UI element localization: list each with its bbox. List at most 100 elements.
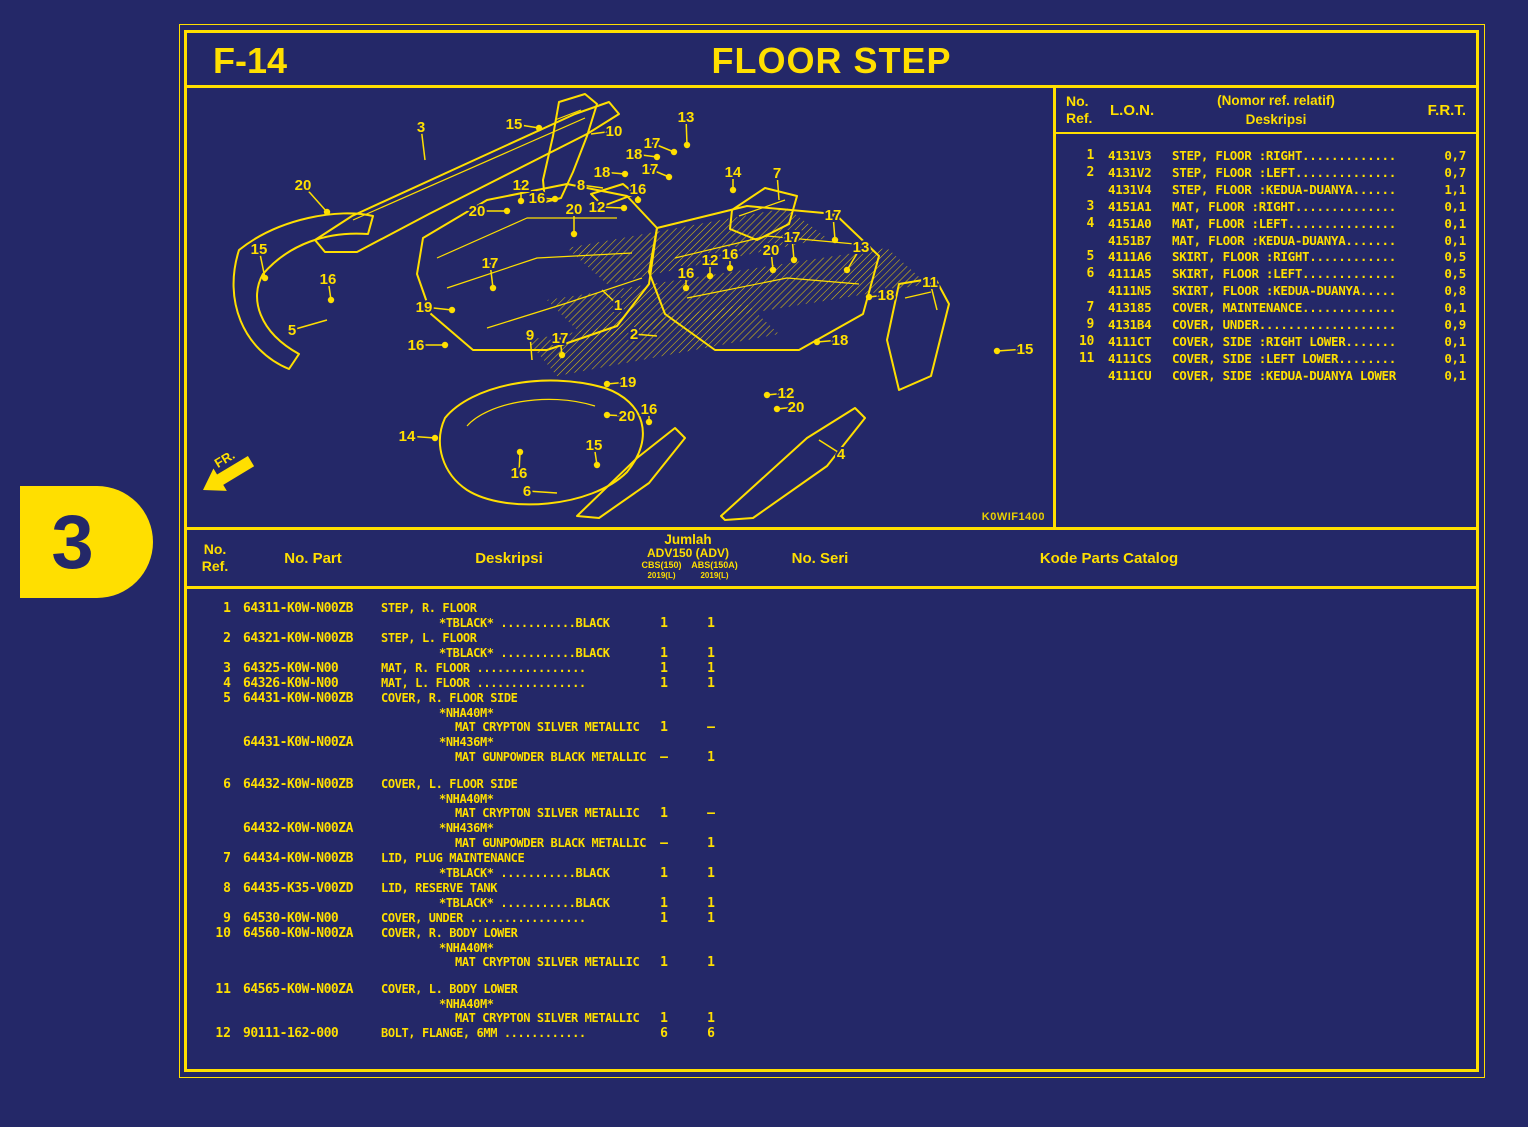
leader-line	[633, 333, 658, 337]
part-detail	[466, 398, 596, 427]
callout-16: 16	[678, 265, 695, 282]
ldesc: COVER, SIDE :RIGHT LOWER.......	[1172, 333, 1396, 349]
lfrt: 0,7	[1444, 148, 1466, 163]
watermark-hatch	[567, 208, 827, 284]
pref	[187, 955, 231, 970]
pq2	[689, 735, 733, 750]
part-outline-step-assembly-right	[648, 205, 880, 351]
pq2: 1	[707, 955, 715, 970]
lon-table-header: No. Ref. L.O.N. (Nomor ref. relatif) Des…	[1056, 88, 1476, 134]
part-outline-body-lower-strip	[720, 407, 866, 521]
callout-2: 2	[630, 326, 638, 343]
llon: 4151A1	[1108, 198, 1152, 214]
ppart: 64326-K0W-N00	[243, 676, 339, 691]
pq: 1	[660, 661, 668, 676]
pdesc: MAT GUNPOWDER BLACK METALLIC	[455, 750, 647, 764]
pq2	[689, 601, 733, 616]
parts-col-ref: No. Ref.	[201, 541, 229, 574]
ppart: 64530-K0W-N00	[243, 911, 339, 926]
ppart	[243, 706, 377, 720]
lref: 1	[1086, 148, 1094, 163]
pref	[187, 646, 231, 661]
leader-line	[420, 126, 426, 161]
screw-icon	[327, 296, 335, 304]
ppart: 64311-K0W-N00ZB	[243, 601, 353, 616]
part-outline-floor-skirt-left	[232, 212, 374, 370]
leader-line	[601, 289, 619, 306]
pref	[187, 896, 231, 911]
llon: 4131V2	[1108, 164, 1152, 180]
callout-19: 19	[416, 299, 433, 316]
llon: 4111A5	[1108, 266, 1152, 282]
lref	[1064, 368, 1094, 385]
leader-line	[302, 184, 328, 213]
ppart: 64565-K0W-N00ZA	[243, 982, 353, 997]
lfrt: 0,1	[1444, 198, 1466, 214]
callout-5: 5	[288, 322, 296, 339]
pq	[639, 926, 689, 941]
leader-line	[770, 249, 774, 271]
pref	[187, 616, 231, 631]
pq: –	[660, 836, 668, 851]
pq	[639, 706, 689, 720]
pq2: –	[707, 806, 715, 821]
callout-20: 20	[619, 408, 636, 425]
screw-icon	[323, 208, 331, 216]
lref: 2	[1086, 164, 1094, 180]
title-bar: F-14 FLOOR STEP	[187, 33, 1476, 88]
callout-16: 16	[511, 465, 528, 482]
lfrt: 0,5	[1444, 266, 1466, 282]
lon-col-frt: F.R.T.	[1427, 102, 1466, 119]
callout-20: 20	[295, 177, 312, 194]
ldesc: COVER, SIDE :KEDUA-DUANYA LOWER	[1172, 367, 1396, 383]
callout-19: 19	[620, 374, 637, 391]
spacer-row	[187, 765, 1476, 777]
parts-col-part: No. Part	[284, 550, 342, 567]
pq: 1	[660, 806, 668, 821]
ldesc: STEP, FLOOR :RIGHT.............	[1172, 148, 1396, 163]
ldesc: COVER, MAINTENANCE.............	[1172, 300, 1396, 316]
callout-16: 16	[722, 246, 739, 263]
parts-col-kode: Kode Parts Catalog	[1039, 550, 1179, 567]
pdesc: *TBLACK* ...........BLACK	[439, 646, 610, 660]
index-tab-number: 3	[51, 499, 94, 585]
screw-icon	[570, 230, 578, 238]
part-line: 64431-K0W-N00ZA*NH436M*	[187, 735, 1476, 750]
callout-15: 15	[506, 116, 523, 133]
pdesc: MAT CRYPTON SILVER METALLIC	[455, 955, 640, 969]
screw-icon	[813, 338, 821, 346]
pq	[639, 851, 689, 866]
pq2: –	[707, 720, 715, 735]
callout-15: 15	[1017, 341, 1034, 358]
pq2	[689, 691, 733, 706]
callout-7: 7	[773, 165, 781, 182]
callout-20: 20	[469, 203, 486, 220]
callout-15: 15	[251, 241, 268, 258]
pdesc: *TBLACK* ...........BLACK	[439, 896, 610, 910]
screw-icon	[843, 266, 851, 274]
pdesc: LID, RESERVE TANK	[381, 881, 498, 895]
page-title: FLOOR STEP	[711, 40, 952, 81]
llon: 4111N5	[1108, 283, 1152, 299]
screw-icon	[517, 197, 525, 205]
pq2	[689, 821, 733, 836]
lref	[1064, 283, 1094, 300]
leader-line	[291, 319, 328, 331]
part-detail	[436, 217, 643, 329]
part-outline-under-cover	[438, 379, 644, 506]
ldesc: STEP, FLOOR :KEDUA-DUANYA......	[1172, 181, 1396, 197]
page-frame: F-14 FLOOR STEP	[184, 30, 1479, 1072]
parts-col-jumlah: Jumlah ADV150 (ADV) CBS(150) ABS(150A) 2…	[641, 532, 738, 580]
leader-line	[816, 339, 841, 343]
ldesc: SKIRT, FLOOR :KEDUA-DUANYA.....	[1172, 283, 1396, 299]
pdesc: MAT CRYPTON SILVER METALLIC	[455, 1011, 640, 1025]
pq2: 1	[707, 1011, 715, 1026]
